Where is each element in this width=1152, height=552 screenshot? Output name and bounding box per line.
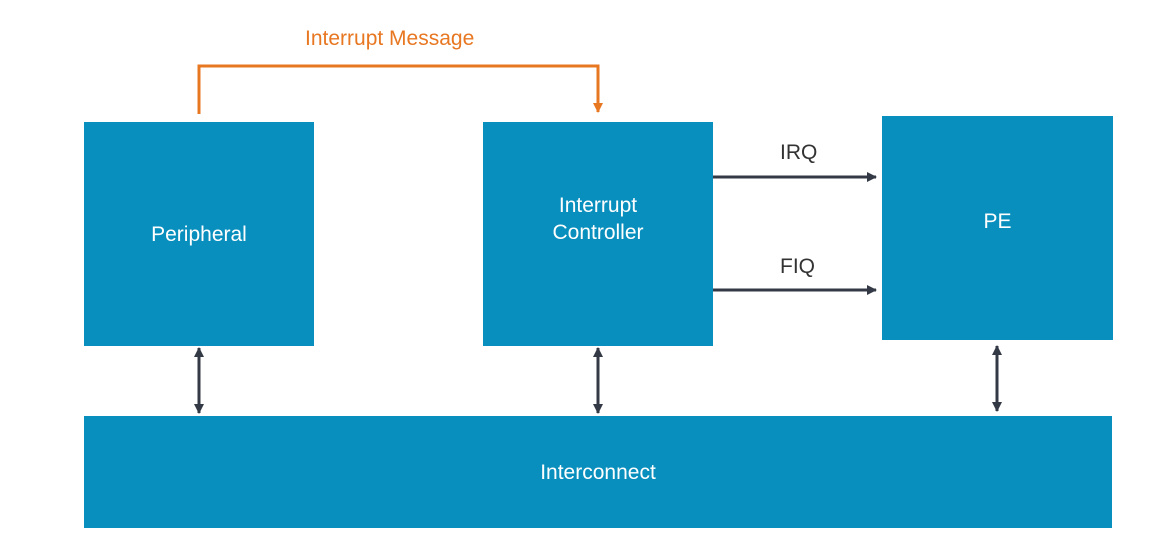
interrupt-message-arrow bbox=[197, 64, 603, 114]
pe-block: PE bbox=[882, 116, 1113, 340]
irq-label: IRQ bbox=[780, 141, 818, 164]
interrupt-controller-label: Interrupt Controller bbox=[552, 194, 644, 244]
interconnect-block: Interconnect bbox=[84, 416, 1112, 528]
interrupt-controller-block: Interrupt Controller bbox=[483, 122, 713, 346]
fiq-label: FIQ bbox=[780, 255, 815, 278]
peripheral-label: Peripheral bbox=[151, 222, 247, 246]
pe-label: PE bbox=[983, 209, 1012, 233]
peripheral-block: Peripheral bbox=[84, 122, 314, 346]
interconnect-label: Interconnect bbox=[540, 460, 656, 484]
interrupt-message-label: Interrupt Message bbox=[305, 27, 475, 50]
